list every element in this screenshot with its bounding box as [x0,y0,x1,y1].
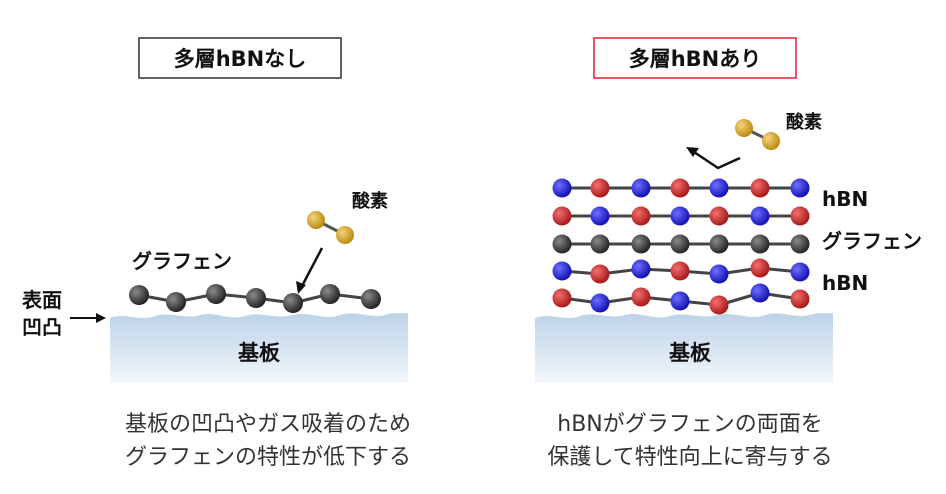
hbn-bottom-row2-atom [552,288,572,308]
hbn-top-row2-atom [790,206,810,226]
graphene-layer-atom [790,234,810,254]
left-title: 多層hBNなし [174,47,307,71]
graphene-layer-atom [750,234,770,254]
right-title-box [593,37,797,79]
left-graphene-atom [206,284,226,304]
layer-label-hbn-top: hBN [822,187,868,211]
graphene-layer-atom [670,234,690,254]
surface-arrow-head [96,313,106,323]
left-oxygen-atom [307,211,325,229]
graphene-layer-atom [590,234,610,254]
surface-label-line2: 凹凸 [22,315,62,339]
left-caption-line1: 基板の凹凸やガス吸着のため [125,412,411,437]
hbn-top-row2-atom [631,206,651,226]
hbn-top-row2-atom [750,206,770,226]
left-caption-line2: グラフェンの特性が低下する [125,445,411,470]
left-oxygen-label: 酸素 [352,190,388,212]
hbn-bottom-row1-atom [750,258,770,278]
layer-label-graphene: グラフェン [822,229,922,253]
hbn-top-row1-atom [750,178,770,198]
right-substrate [535,313,833,383]
left-graphene-sheet [129,284,381,313]
hbn-top-row1-atom [709,178,729,198]
hbn-bottom-row2-atom [790,289,810,309]
left-graphene-atom [361,289,381,309]
deflect-arrow [693,150,741,170]
right-panel: 多層hBNあり 基板 hBN グラフェン hBN 酸素 hBNがグラフェンの両面… [535,37,922,470]
left-title-box [138,37,342,79]
deflect-arrow-head [686,147,699,157]
left-oxygen-arrow [300,247,324,287]
left-graphene-atom [320,284,340,304]
right-substrate-label: 基板 [669,341,712,365]
hbn-bottom-row1-atom [631,259,651,279]
left-graphene-atom [246,288,266,308]
hbn-bottom-row1-atom [552,261,572,281]
left-graphene-atom [166,292,186,312]
hbn-bottom-row2-atom [670,291,690,311]
hbn-top-row1-atom [631,178,651,198]
hbn-top-row2-atom [709,206,729,226]
hbn-top-row2-atom [552,206,572,226]
hbn-top-row1-atom [590,178,610,198]
left-graphene-label: グラフェン [132,249,232,273]
left-oxygen-atom [336,226,354,244]
hbn-bottom-row1-atom [590,264,610,284]
layer-stack [552,178,810,315]
left-graphene-atom [283,293,303,313]
hbn-top-row2-atom [670,206,690,226]
hbn-bottom-row1-atom [670,261,690,281]
left-graphene-atom [129,285,149,305]
left-substrate-label: 基板 [238,341,281,365]
hbn-bottom-row2-atom [590,293,610,313]
hbn-top-row1-atom [670,178,690,198]
right-caption-line2: 保護して特性向上に寄与する [547,445,832,470]
hbn-top-row1-atom [790,178,810,198]
graphene-layer-atom [709,234,729,254]
graphene-layer-atom [552,234,572,254]
left-oxygen-arrow-head [296,281,306,294]
hbn-bottom-row1-atom [709,264,729,284]
hbn-bottom-row2-atom [631,287,651,307]
left-substrate [110,313,408,383]
hbn-bottom-row1-atom [790,262,810,282]
right-title: 多層hBNあり [629,47,762,71]
right-oxygen-atom [762,132,780,150]
surface-label-line1: 表面 [22,288,62,312]
right-oxygen-label: 酸素 [786,111,822,133]
left-panel: 多層hBNなし 基板 表面 凹凸 グラフェン 酸素 基板の凹凸やガス吸着のため … [22,37,411,470]
hbn-top-row1-atom [552,178,572,198]
graphene-layer-atom [631,234,651,254]
layer-label-hbn-bottom: hBN [822,271,868,295]
right-caption-line1: hBNがグラフェンの両面を [557,412,823,437]
hbn-top-row2-atom [590,206,610,226]
hbn-bottom-row2-atom [709,295,729,315]
right-oxygen-atom [735,119,753,137]
hbn-bottom-row2-atom [750,283,770,303]
